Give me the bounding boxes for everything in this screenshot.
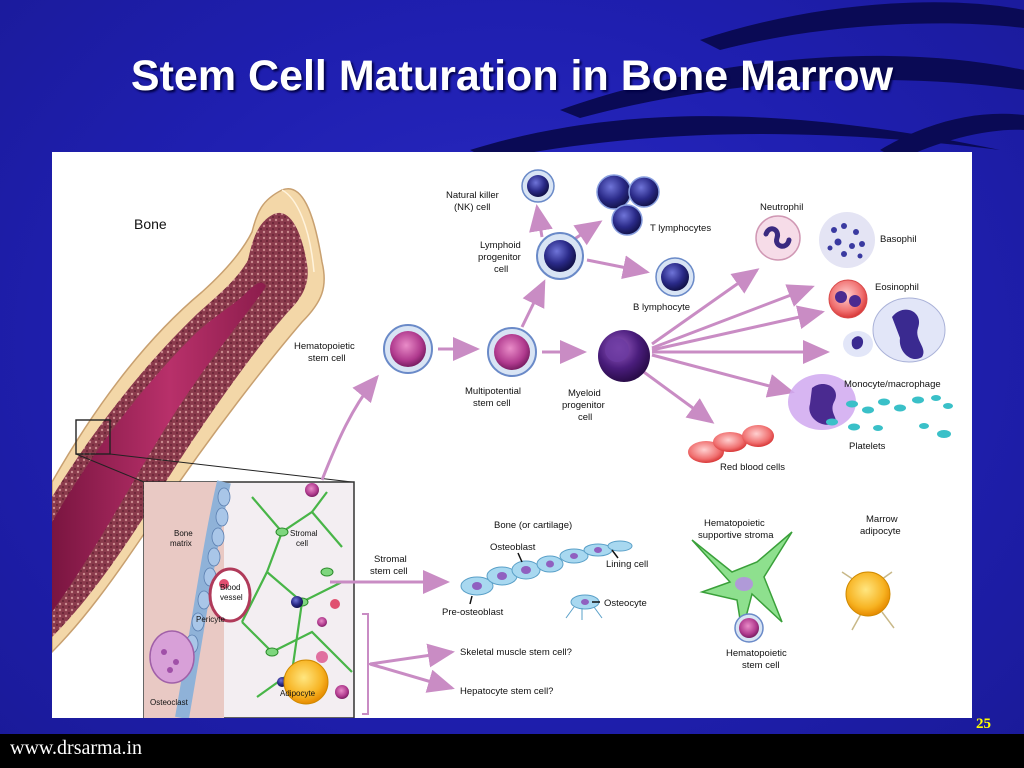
supportive-stroma-cell [691,531,793,633]
osteoblast-label: Osteoblast [490,542,536,553]
b-lymphocyte-label: B lymphocyte [633,302,690,313]
neutrophil-label: Neutrophil [760,202,803,213]
bone-label: Bone [134,216,167,232]
platelets [826,395,953,438]
skeletal-muscle-stem-cell-label: Skeletal muscle stem cell? [460,647,572,658]
marrow-adipocyte-shape [841,571,895,631]
footer-url: www.drsarma.in [10,737,143,759]
monocyte-macrophage [788,297,946,430]
basophil [819,212,875,268]
t-lymphocytes-cluster [596,174,660,236]
nk-cell [521,169,555,203]
adipocyte-label: Adipocyte [280,689,316,698]
osteoclast-label: Osteoclast [150,698,189,707]
slide-number: 25 [976,716,991,732]
lining-cell-label: Lining cell [606,559,648,570]
myeloid-progenitor-cell [598,330,650,382]
hematopoietic-stem-cell [383,324,433,374]
hematopoietic-stem-cell-small [734,613,764,643]
eosinophil-label: Eosinophil [875,282,919,293]
nk-cell-label: Natural killer(NK) cell [446,190,499,213]
basophil-label: Basophil [880,234,916,245]
bone-illustration [52,188,353,654]
slide-title: Stem Cell Maturation in Bone Marrow [130,52,894,100]
red-blood-cells-label: Red blood cells [720,462,785,473]
osteocyte-label: Osteocyte [604,598,647,609]
lineage-arrows [320,204,830,693]
bone-or-cartilage-label: Bone (or cartilage) [494,520,572,531]
eosinophil [828,279,868,319]
platelets-label: Platelets [849,441,886,452]
osteoclast-shape [149,630,195,684]
pericyte-label: Pericyte [196,615,225,624]
adipocyte-shape [283,659,329,705]
red-blood-cells [688,425,774,463]
footer-bar [0,734,1024,768]
monocyte-macrophage-label: Monocyte/macrophage [844,379,941,390]
inset-marker-box [75,419,111,455]
b-lymphocyte [655,257,695,297]
bracket [362,613,369,715]
hepatocyte-stem-cell-label: Hepatocyte stem cell? [460,686,553,697]
multipotential-stem-cell [487,327,537,377]
neutrophil [755,215,801,261]
marrow-inset [143,480,355,718]
t-lymphocytes-label: T lymphocytes [650,223,711,234]
pre-osteoblast-label: Pre-osteoblast [442,607,504,618]
lymphoid-progenitor-cell [536,232,584,280]
